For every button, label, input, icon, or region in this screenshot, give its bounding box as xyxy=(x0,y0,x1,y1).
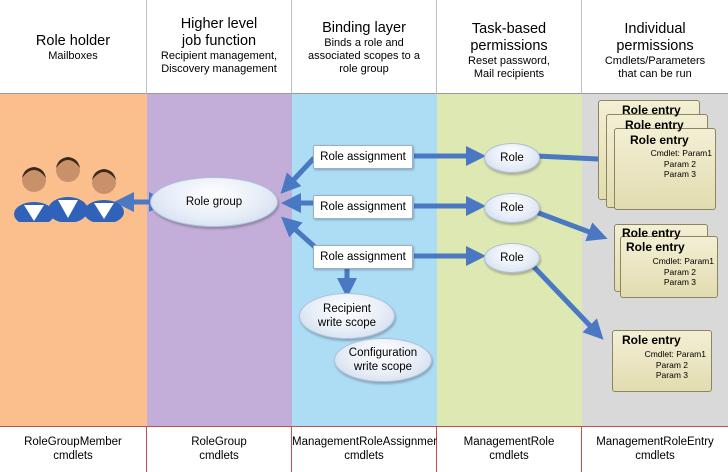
footer-task-permissions: ManagementRole cmdlets xyxy=(437,426,582,472)
role-entry-title: Role entry xyxy=(630,133,689,147)
role-entry-title: Role entry xyxy=(626,240,685,254)
role-entry-title: Role entry xyxy=(622,226,681,240)
role-entry-title: Role entry xyxy=(622,103,681,117)
role-group-oval[interactable]: Role group xyxy=(150,177,278,227)
role-entry-cmdlet: Cmdlet: Param1 xyxy=(652,256,714,266)
footer-role-holder: RoleGroupMember cmdlets xyxy=(0,426,147,472)
role-entry-page xyxy=(612,330,712,392)
configuration-write-scope[interactable]: Configuration write scope xyxy=(334,338,432,382)
role-entry-param: Param 3 xyxy=(655,370,688,380)
role-label: Role xyxy=(500,252,524,264)
column-bg-role-holder xyxy=(0,94,147,426)
role-entry-param: Param 3 xyxy=(663,169,696,179)
footer-job-function: RoleGroup cmdlets xyxy=(147,426,292,472)
role-entry-title: Role entry xyxy=(622,333,681,347)
arrow-assignment3-rolegroup xyxy=(281,216,318,250)
header-individual-permissions: Individual permissions Cmdlets/Parameter… xyxy=(582,0,728,94)
column-bg-job-function xyxy=(147,94,292,426)
role-entry-param: Param 3 xyxy=(663,277,696,287)
user-group-icon xyxy=(14,157,124,222)
role-entry-title: Role entry xyxy=(625,118,684,132)
role-3[interactable]: Role xyxy=(484,243,540,273)
role-entry-stack-1: Role entry Role entry Role entry Cmdlet:… xyxy=(598,100,722,212)
role-label: Role xyxy=(500,202,524,214)
role-assignment-2[interactable]: Role assignment xyxy=(313,195,413,219)
role-1[interactable]: Role xyxy=(484,143,540,173)
header-task-permissions: Task-based permissions Reset password, M… xyxy=(437,0,582,94)
role-assignment-3[interactable]: Role assignment xyxy=(313,245,413,269)
user-icon xyxy=(48,157,88,222)
footer-binding-layer: ManagementRoleAssignment cmdlets xyxy=(292,426,443,472)
header-subtitle: Reset password, Mail recipients xyxy=(468,55,550,80)
role-group-label: Role group xyxy=(185,196,243,208)
header-role-holder: Role holder Mailboxes xyxy=(0,0,147,94)
user-icon xyxy=(14,167,54,222)
role-entry-cmdlet: Cmdlet: Param1 xyxy=(644,349,706,359)
recipient-write-scope[interactable]: Recipient write scope xyxy=(299,293,395,339)
arrow-role3-entry xyxy=(531,264,604,340)
role-entry-param: Param 2 xyxy=(663,267,696,277)
header-binding-layer: Binding layer Binds a role and associate… xyxy=(292,0,437,94)
arrow-assignment1-rolegroup xyxy=(280,156,316,194)
header-title: Individual permissions xyxy=(616,21,694,54)
role-entry-page xyxy=(614,128,716,210)
arrow-role2-entry xyxy=(535,209,608,242)
footer-individual-permissions: ManagementRoleEntry cmdlets xyxy=(582,426,728,472)
role-entry-cmdlet: Cmdlet: Param1 xyxy=(650,148,712,158)
role-entry-param: Param 2 xyxy=(655,360,688,370)
role-2[interactable]: Role xyxy=(484,193,540,223)
role-entry-param: Param 2 xyxy=(663,159,696,169)
user-icon xyxy=(84,169,124,222)
role-entry-stack-2: Role entry Role entry Cmdlet: Param1 Par… xyxy=(614,224,722,298)
header-title: Binding layer xyxy=(322,20,406,36)
header-subtitle: Mailboxes xyxy=(48,50,98,62)
header-title: Task-based permissions xyxy=(470,21,548,54)
header-subtitle: Binds a role and associated scopes to a … xyxy=(308,37,420,75)
header-job-function: Higher level job function Recipient mana… xyxy=(147,0,292,94)
header-title: Role holder xyxy=(35,33,111,49)
role-assignment-1[interactable]: Role assignment xyxy=(313,145,413,169)
header-subtitle: Recipient management, Discovery manageme… xyxy=(160,50,278,75)
role-entry-page xyxy=(620,236,718,298)
header-title: Higher level job function xyxy=(180,16,258,49)
scope-label: Configuration write scope xyxy=(348,347,418,373)
role-entry-stack-3: Role entry Cmdlet: Param1 Param 2 Param … xyxy=(606,330,716,394)
header-subtitle: Cmdlets/Parameters that can be run xyxy=(604,55,706,80)
role-label: Role xyxy=(500,152,524,164)
scope-label: Recipient write scope xyxy=(317,303,377,329)
